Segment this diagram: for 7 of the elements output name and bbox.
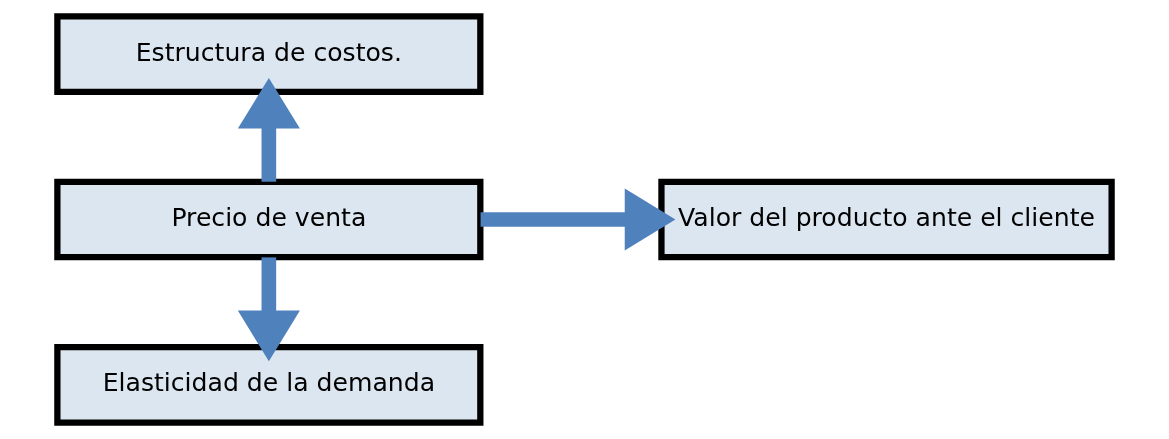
node-box: Precio de venta — [54, 178, 484, 261]
arrow — [480, 188, 676, 251]
node-box: Valor del producto ante el cliente — [658, 178, 1115, 261]
arrow — [237, 77, 300, 182]
node-box: Elasticidad de la demanda — [54, 344, 484, 426]
arrow — [237, 257, 300, 362]
node-box: Estructura de costos. — [54, 13, 484, 95]
